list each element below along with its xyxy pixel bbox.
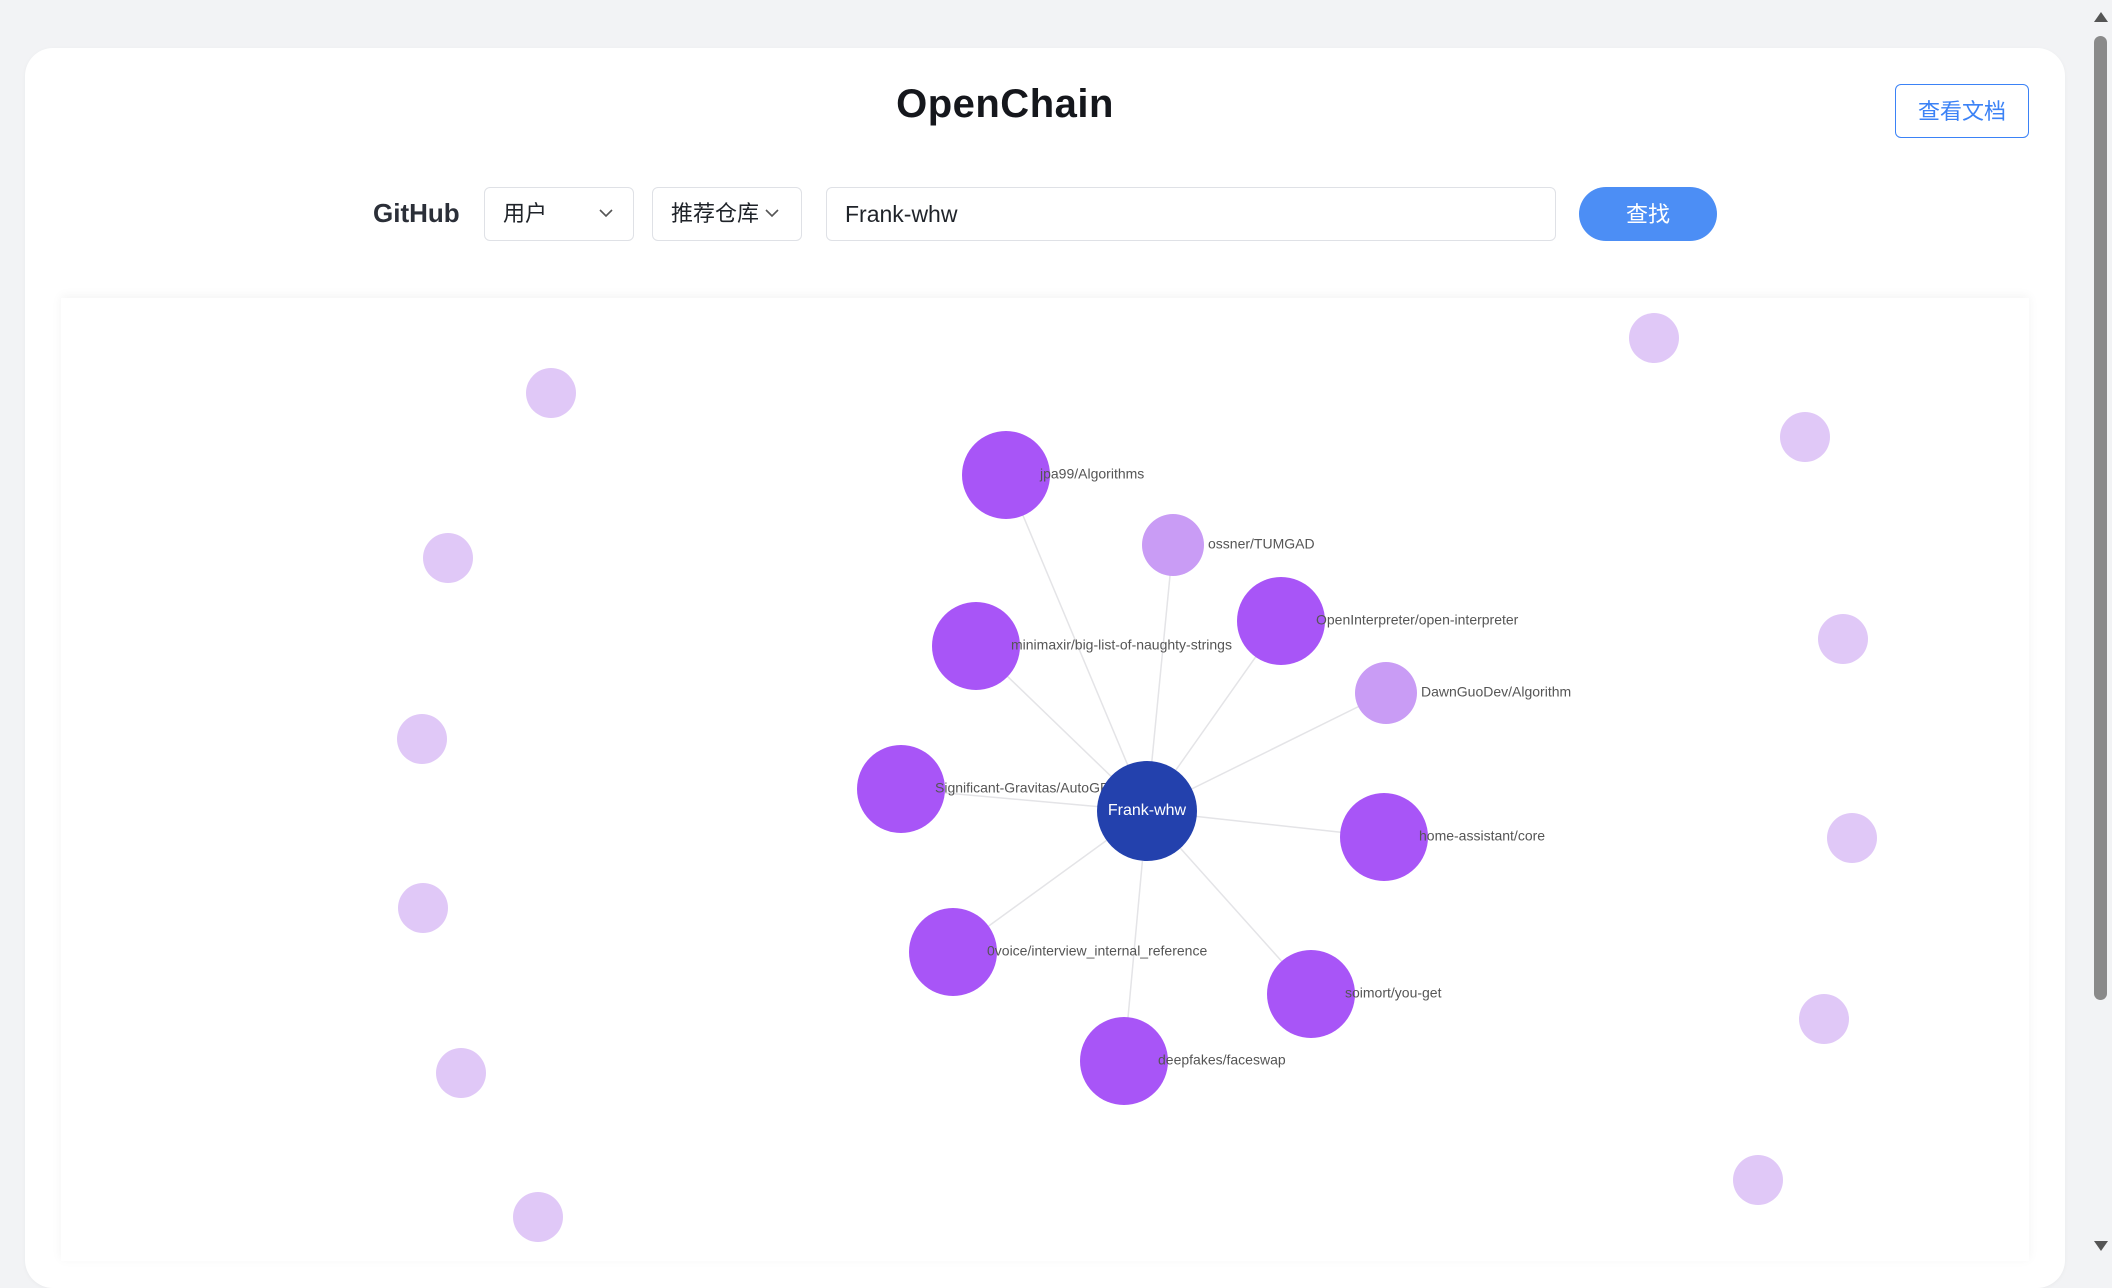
repo-node[interactable] (1355, 662, 1417, 724)
repo-node[interactable] (857, 745, 945, 833)
repo-node-label: DawnGuoDev/Algorithm (1421, 684, 1571, 700)
repo-node[interactable] (932, 602, 1020, 690)
repo-node-label: Significant-Gravitas/AutoGPT (935, 780, 1118, 796)
repo-graph[interactable]: jpa99/Algorithms ossner/TUMGAD OpenInterpr… (0, 0, 2112, 1261)
outer-node[interactable] (1629, 313, 1679, 363)
repo-node[interactable] (962, 431, 1050, 519)
repo-node[interactable] (1237, 577, 1325, 665)
search-mode-value: 推荐仓库 (671, 201, 760, 226)
search-input[interactable] (826, 187, 1556, 241)
outer-node[interactable] (423, 533, 473, 583)
outer-node[interactable] (1780, 412, 1830, 462)
repo-node-label: 0voice/interview_internal_reference (987, 943, 1207, 959)
chevron-down-icon (599, 209, 613, 218)
repo-node[interactable] (909, 908, 997, 996)
outer-node[interactable] (436, 1048, 486, 1098)
chevron-down-icon (765, 209, 779, 218)
repo-node[interactable] (1142, 514, 1204, 576)
repo-node[interactable] (1340, 793, 1428, 881)
outer-node[interactable] (1818, 614, 1868, 664)
repo-node[interactable] (1080, 1017, 1168, 1105)
graph-edge (1005, 474, 1148, 812)
repo-node-label: OpenInterpreter/open-interpreter (1316, 612, 1519, 628)
outer-node[interactable] (513, 1192, 563, 1242)
search-type-value: 用户 (503, 201, 548, 226)
search-mode-select[interactable]: 推荐仓库 (652, 187, 802, 241)
outer-node[interactable] (398, 883, 448, 933)
scroll-down-arrow-icon[interactable] (2094, 1241, 2108, 1251)
outer-node[interactable] (397, 714, 447, 764)
page-scrollbar[interactable] (2090, 0, 2112, 1261)
page-title: OpenChain (896, 82, 1114, 126)
scroll-up-arrow-icon[interactable] (2094, 12, 2108, 22)
repo-node-label: home-assistant/core (1419, 828, 1545, 844)
repo-node-label: jpa99/Algorithms (1039, 466, 1144, 482)
repo-node-label: deepfakes/faceswap (1158, 1052, 1286, 1068)
outer-node[interactable] (526, 368, 576, 418)
outer-node[interactable] (1827, 813, 1877, 863)
center-user-label: Frank-whw (1108, 802, 1187, 819)
center-user-node[interactable] (1097, 761, 1197, 861)
search-type-select[interactable]: 用户 (484, 187, 634, 241)
scrollbar-thumb[interactable] (2094, 36, 2107, 1000)
repo-node[interactable] (1267, 950, 1355, 1038)
repo-node-label: ossner/TUMGAD (1208, 536, 1315, 552)
outer-node[interactable] (1733, 1155, 1783, 1205)
platform-label: GitHub (373, 198, 460, 228)
view-docs-button[interactable]: 查看文档 (1895, 84, 2029, 138)
repo-node-label: soimort/you-get (1345, 985, 1442, 1001)
repo-node-label: minimaxir/big-list-of-naughty-strings (1011, 637, 1232, 653)
search-button[interactable]: 查找 (1579, 187, 1717, 241)
outer-node[interactable] (1799, 994, 1849, 1044)
